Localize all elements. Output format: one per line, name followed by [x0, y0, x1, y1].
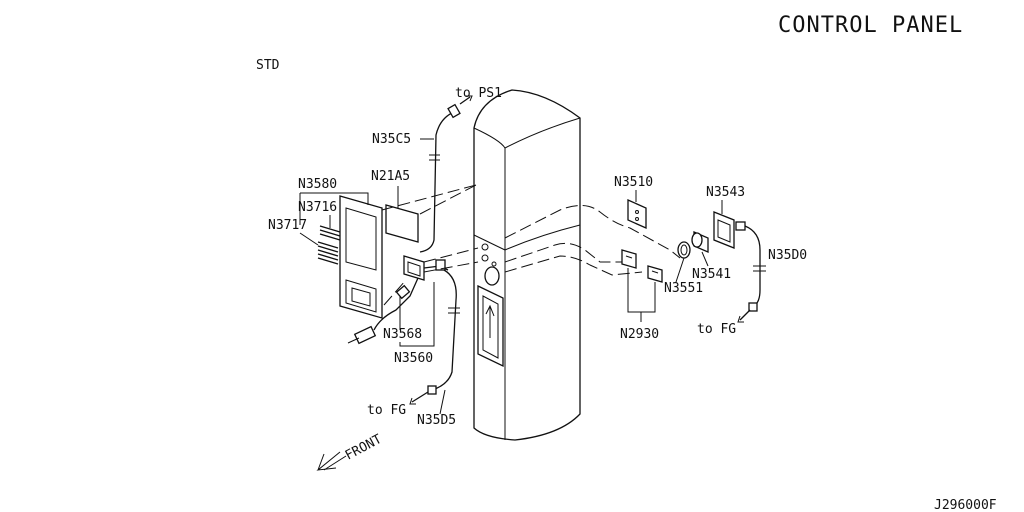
route-lower	[504, 255, 643, 276]
n3551-ring	[677, 241, 691, 259]
label-n21a5: N21A5	[371, 169, 410, 184]
n3543-part	[713, 211, 735, 249]
label-n2930: N2930	[620, 327, 659, 342]
harness-n35d0	[735, 221, 766, 323]
route-mid	[504, 242, 625, 263]
harness-to-ps1	[419, 95, 473, 253]
label-n3560: N3560	[394, 351, 433, 366]
label-n35c5: N35C5	[372, 132, 411, 147]
label-n3716: N3716	[298, 200, 337, 215]
console-pillar	[473, 89, 581, 441]
label-n3580: N3580	[298, 177, 337, 192]
label-n35d5: N35D5	[417, 413, 456, 428]
label-front: FRONT	[343, 432, 385, 464]
label-to-fg-right: to FG	[697, 322, 736, 337]
label-n3541: N3541	[692, 267, 731, 282]
harness-n3568	[347, 277, 419, 345]
diagram-code: J296000F	[934, 498, 997, 512]
label-n3551: N3551	[664, 281, 703, 296]
center-connector-block	[383, 247, 479, 306]
label-n3717: N3717	[268, 218, 307, 233]
route-upper	[504, 205, 681, 259]
variant-label: STD	[256, 58, 280, 73]
label-n35d0: N35D0	[768, 248, 807, 263]
label-n3568: N3568	[383, 327, 422, 342]
label-to-ps1: to PS1	[455, 86, 502, 101]
left-bezel-assembly	[317, 195, 383, 319]
label-n3543: N3543	[706, 185, 745, 200]
n21a5-pad	[385, 204, 419, 243]
n2930-parts	[621, 249, 663, 283]
harness-n35d5	[409, 269, 460, 405]
label-n3510: N3510	[614, 175, 653, 190]
diagram-title: CONTROL PANEL	[778, 13, 963, 38]
label-to-fg-left: to FG	[367, 403, 406, 418]
front-arrow-icon	[316, 451, 347, 471]
